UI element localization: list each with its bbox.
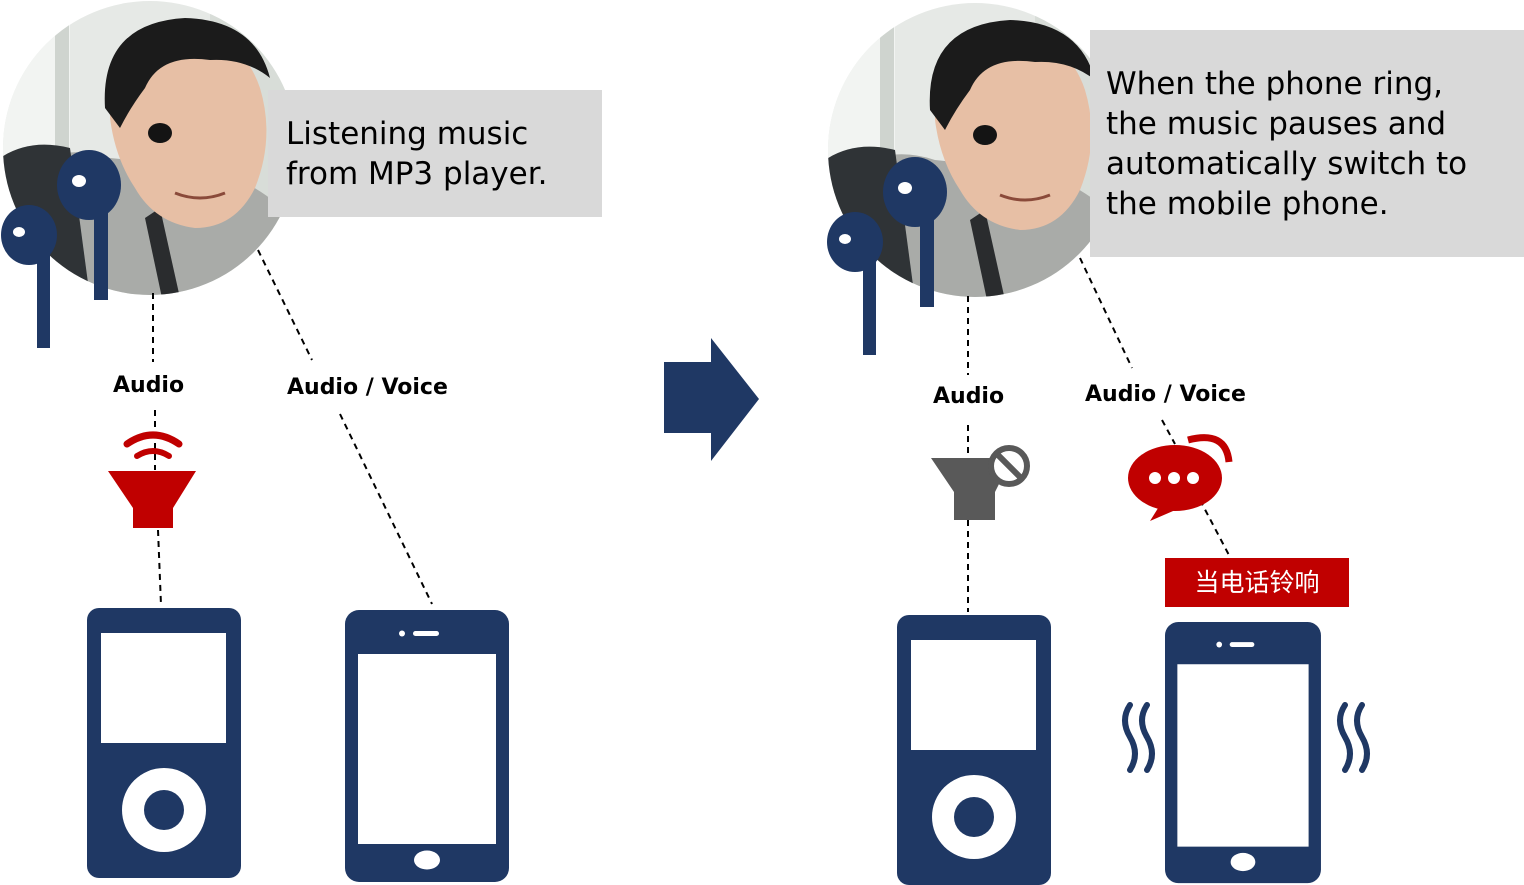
chat-bubble-icon bbox=[1128, 434, 1233, 521]
left-audio-voice-label: Audio / Voice bbox=[287, 375, 448, 400]
right-mp3-player-icon bbox=[897, 615, 1051, 885]
left-connectors bbox=[152, 249, 433, 606]
right-audio-voice-label: Audio / Voice bbox=[1085, 382, 1246, 407]
muted-speaker-icon bbox=[931, 445, 1030, 520]
right-caption-line: the music pauses and bbox=[1106, 106, 1447, 142]
right-caption-line: the mobile phone. bbox=[1106, 186, 1389, 222]
right-smartphone-icon bbox=[1165, 622, 1321, 884]
right-caption-line: When the phone ring, bbox=[1106, 66, 1444, 102]
smartphone-icon bbox=[345, 610, 509, 882]
right-connectors bbox=[967, 257, 1231, 612]
mp3-player-icon bbox=[87, 608, 241, 878]
arrow-right-icon bbox=[664, 338, 759, 461]
left-caption: Listening music from MP3 player. bbox=[268, 90, 602, 217]
right-caption-line: automatically switch to bbox=[1106, 146, 1468, 182]
left-caption-line: from MP3 player. bbox=[286, 156, 548, 192]
right-caption: When the phone ring, the music pauses an… bbox=[1090, 30, 1524, 257]
right-audio-label: Audio bbox=[933, 384, 1005, 409]
bluetooth-speaker-icon bbox=[108, 431, 196, 528]
phone-ring-badge: 当电话铃响 bbox=[1165, 558, 1349, 607]
left-audio-label: Audio bbox=[113, 373, 185, 398]
vibration-icon bbox=[1122, 702, 1370, 773]
left-caption-line: Listening music bbox=[286, 116, 529, 152]
